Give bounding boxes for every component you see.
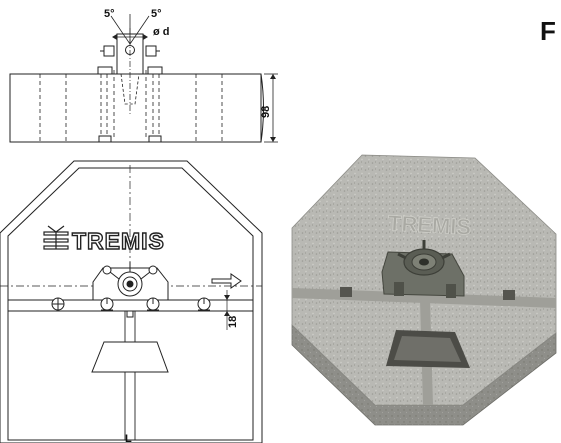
octagon-inner: [7, 167, 254, 441]
photo-bolt-left: [394, 282, 404, 296]
product-photo: TREMIS: [291, 154, 557, 426]
angle-line-right: [129, 15, 150, 45]
photo-recess-floor: [394, 336, 461, 362]
edge-letter: F: [540, 16, 556, 46]
plate-screw-left: [102, 265, 112, 275]
length-label: L: [125, 433, 132, 443]
photo-bolt-right: [446, 284, 456, 298]
hidden-lines-side: [39, 70, 223, 142]
clamp-screw-left: [103, 45, 115, 57]
base-side-outline: [9, 73, 262, 143]
angle-right-label: 5°: [151, 8, 162, 20]
bolt-symbols: [51, 297, 211, 318]
socket-cone-hidden: [120, 73, 140, 105]
brand-name: TREMIS: [72, 228, 165, 254]
direction-arrow-icon: [211, 273, 242, 289]
base-side-edge: [260, 73, 264, 143]
photo-channel-horizontal: [292, 288, 556, 308]
plate-screw-right: [148, 265, 158, 275]
angle-line-left: [110, 15, 131, 45]
height-label: 98: [260, 106, 272, 118]
offset-label: 18: [227, 316, 239, 328]
handle-recess: [91, 341, 169, 373]
photo-slot-left: [340, 287, 352, 297]
photo-embossed-brand: TREMIS: [387, 210, 471, 239]
angle-left-label: 5°: [104, 8, 115, 20]
side-bolt-foot-left: [98, 135, 112, 143]
photo-socket-hole: [419, 258, 429, 266]
tremis-logo: TREMIS: [43, 225, 165, 255]
photo-slot-right: [503, 290, 515, 300]
top-plan-view: [0, 160, 263, 443]
clamp-screw-right: [145, 45, 157, 57]
diameter-label: ø d: [153, 26, 170, 38]
side-elevation-view: [9, 14, 278, 143]
tremis-logo-icon: [43, 225, 69, 250]
side-bolt-right: [147, 66, 163, 75]
side-bolt-left: [97, 66, 113, 75]
socket-center: [126, 280, 134, 288]
octagon-outer: [0, 160, 263, 443]
side-bolt-foot-right: [148, 135, 162, 143]
